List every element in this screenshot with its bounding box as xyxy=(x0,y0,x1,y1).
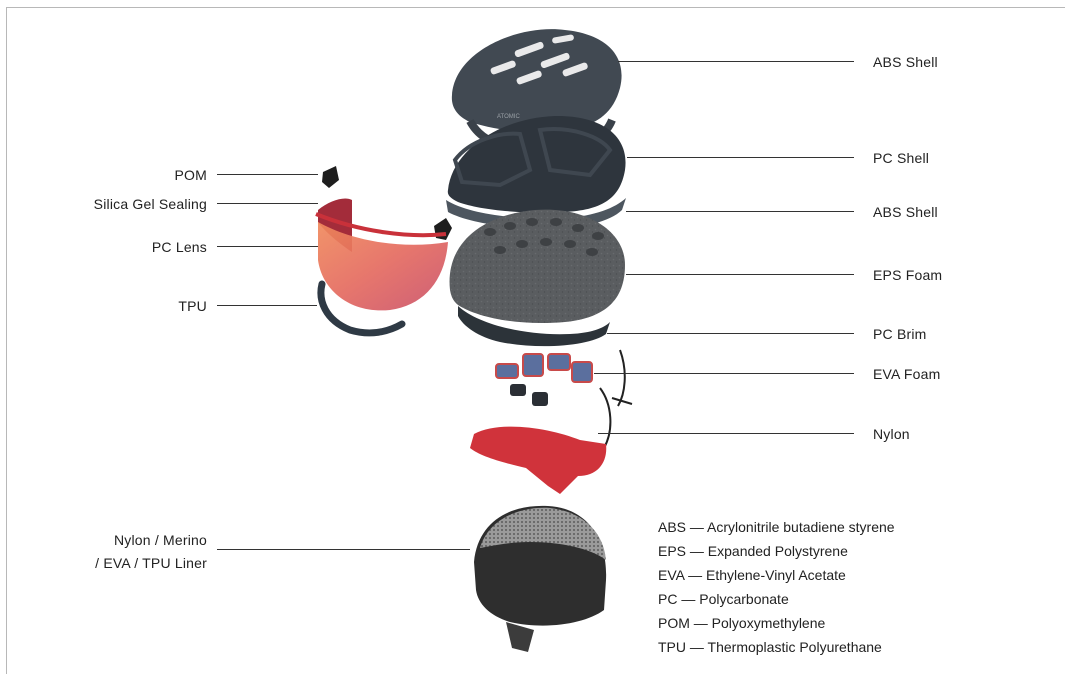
leader-pc-brim xyxy=(607,333,854,334)
legend-item-tpu: TPU — Thermoplastic Polyurethane xyxy=(658,635,895,659)
label-pom: POM xyxy=(175,166,208,184)
legend-item-pom: POM — Polyoxymethylene xyxy=(658,611,895,635)
nylon-part xyxy=(470,427,606,494)
pom-clip-left xyxy=(322,166,339,188)
leader-pom xyxy=(217,174,318,175)
eps-foam-part xyxy=(450,210,625,323)
label-nylon: Nylon xyxy=(873,425,910,443)
leader-silica-gel-sealing xyxy=(217,203,318,204)
leader-eva-foam xyxy=(594,373,854,374)
label-tpu: TPU xyxy=(178,297,207,315)
leader-pc-shell xyxy=(627,157,854,158)
leader-nylon xyxy=(598,433,854,434)
liner-part xyxy=(474,506,606,652)
leader-abs-shell-top xyxy=(618,61,854,62)
abbreviation-legend: ABS — Acrylonitrile butadiene styrene EP… xyxy=(658,515,895,659)
label-abs-shell-top: ABS Shell xyxy=(873,53,938,71)
legend-item-eps: EPS — Expanded Polystyrene xyxy=(658,539,895,563)
leader-liner xyxy=(217,549,470,550)
label-pc-lens: PC Lens xyxy=(152,238,207,256)
label-eva-foam: EVA Foam xyxy=(873,365,940,383)
shell-logo: ATOMIC xyxy=(497,114,520,120)
leader-pc-lens xyxy=(217,246,318,247)
leader-abs-shell-inner xyxy=(626,211,854,212)
label-liner-line1: Nylon / Merino xyxy=(114,531,207,549)
label-pc-brim: PC Brim xyxy=(873,325,927,343)
legend-item-abs: ABS — Acrylonitrile butadiene styrene xyxy=(658,515,895,539)
label-pc-shell: PC Shell xyxy=(873,149,929,167)
legend-item-eva: EVA — Ethylene-Vinyl Acetate xyxy=(658,563,895,587)
label-liner-line2: / EVA / TPU Liner xyxy=(95,554,207,572)
leader-eps-foam xyxy=(626,274,854,275)
label-silica-gel-sealing: Silica Gel Sealing xyxy=(94,195,207,213)
legend-item-pc: PC — Polycarbonate xyxy=(658,587,895,611)
leader-tpu xyxy=(217,305,317,306)
eva-foam-part xyxy=(496,354,592,406)
label-eps-foam: EPS Foam xyxy=(873,266,942,284)
label-abs-shell-inner: ABS Shell xyxy=(873,203,938,221)
